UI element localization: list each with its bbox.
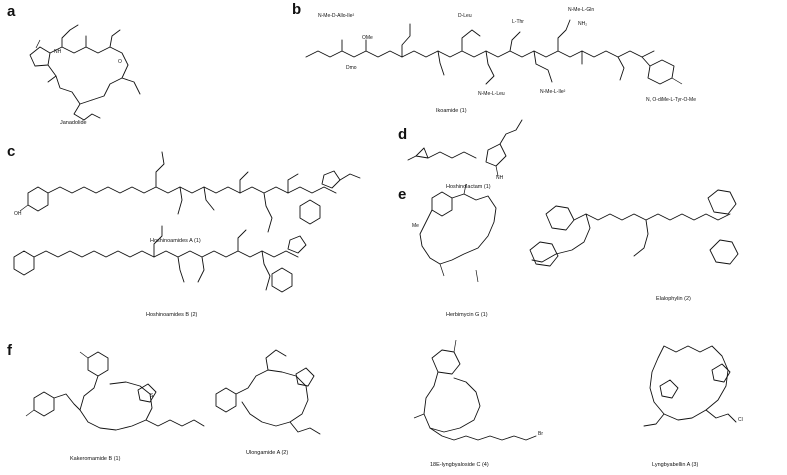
residue-label-dmo: Dmo: [346, 65, 357, 71]
caption-elalophylin: Elalophylin (2): [656, 296, 691, 302]
structure-herbimycin-g: [419, 183, 497, 283]
atom-label-o: O: [118, 59, 122, 65]
atom-label-cl: Cl: [738, 417, 743, 423]
structure-lyngbyabellin-a: [643, 345, 737, 427]
structure-hoshinoamide-b: [13, 225, 307, 293]
panel-letter-c: c: [7, 143, 16, 160]
residue-label-ile: N-Me-L-Ile²: [540, 89, 566, 95]
caption-janadolide: Janadolide: [60, 120, 87, 126]
residue-label-allo-ile: N-Me-D-Allo-Ile²: [318, 13, 355, 19]
residue-label-leu: N-Me-L-Leu: [478, 91, 505, 97]
atom-label-ome: OMe: [362, 35, 373, 41]
residue-label-d-leu: D-Leu: [458, 13, 472, 19]
caption-herbimycin-g: Herbimycin G (1): [446, 312, 488, 318]
atom-label-s: S: [150, 393, 154, 399]
caption-ikoamide: Ikoamide (1): [436, 108, 467, 114]
structure-hoshinolactam: [407, 119, 523, 177]
panel-letter-e: e: [398, 186, 407, 203]
panel-letter-b: b: [292, 1, 302, 18]
caption-hoshinoamide-b: Hoshinoamides B (2): [146, 312, 198, 318]
atom-label-br: Br: [538, 431, 543, 437]
atom-label-me: Me: [412, 223, 419, 229]
atom-label-nh2: NH₂: [578, 21, 588, 27]
structure-elalophylin: [529, 189, 739, 267]
panel-letter-a: a: [7, 3, 16, 20]
structure-lyngbyaloside-c: [413, 339, 537, 441]
atom-label-oh: OH: [14, 211, 22, 217]
panel-letter-d: d: [398, 126, 408, 143]
structure-hoshinoamide-a: [19, 151, 361, 233]
atom-label-nh: NH: [54, 49, 62, 55]
structure-janadolide: [29, 24, 141, 121]
residue-label-gln: N-Me-L-Gln: [568, 7, 595, 13]
residue-label-l-thr: L-Thr: [512, 19, 524, 25]
caption-ulongamide-a: Ulongamide A (2): [246, 450, 289, 456]
structure-kakeromamide-b: [25, 351, 205, 431]
caption-lyngbyaloside-c: 18E-lyngbyaloside C (4): [430, 462, 489, 468]
caption-hoshinolactam: Hoshinolactam (1): [446, 184, 491, 190]
panel-letter-f: f: [7, 342, 12, 359]
structure-ikoamide: [305, 19, 683, 85]
caption-hoshinoamide-a: Hoshinoamides A (1): [150, 238, 201, 244]
structure-ulongamide-a: [215, 349, 321, 435]
residue-label-tyr: N, O-diMe-L-Tyr-O-Me: [646, 97, 696, 103]
caption-kakeromamide-b: Kakeromamide B (1): [70, 456, 121, 462]
atom-label-nh-lactam: NH: [496, 175, 504, 181]
caption-lyngbyabellin-a: Lyngbyabellin A (3): [652, 462, 699, 468]
